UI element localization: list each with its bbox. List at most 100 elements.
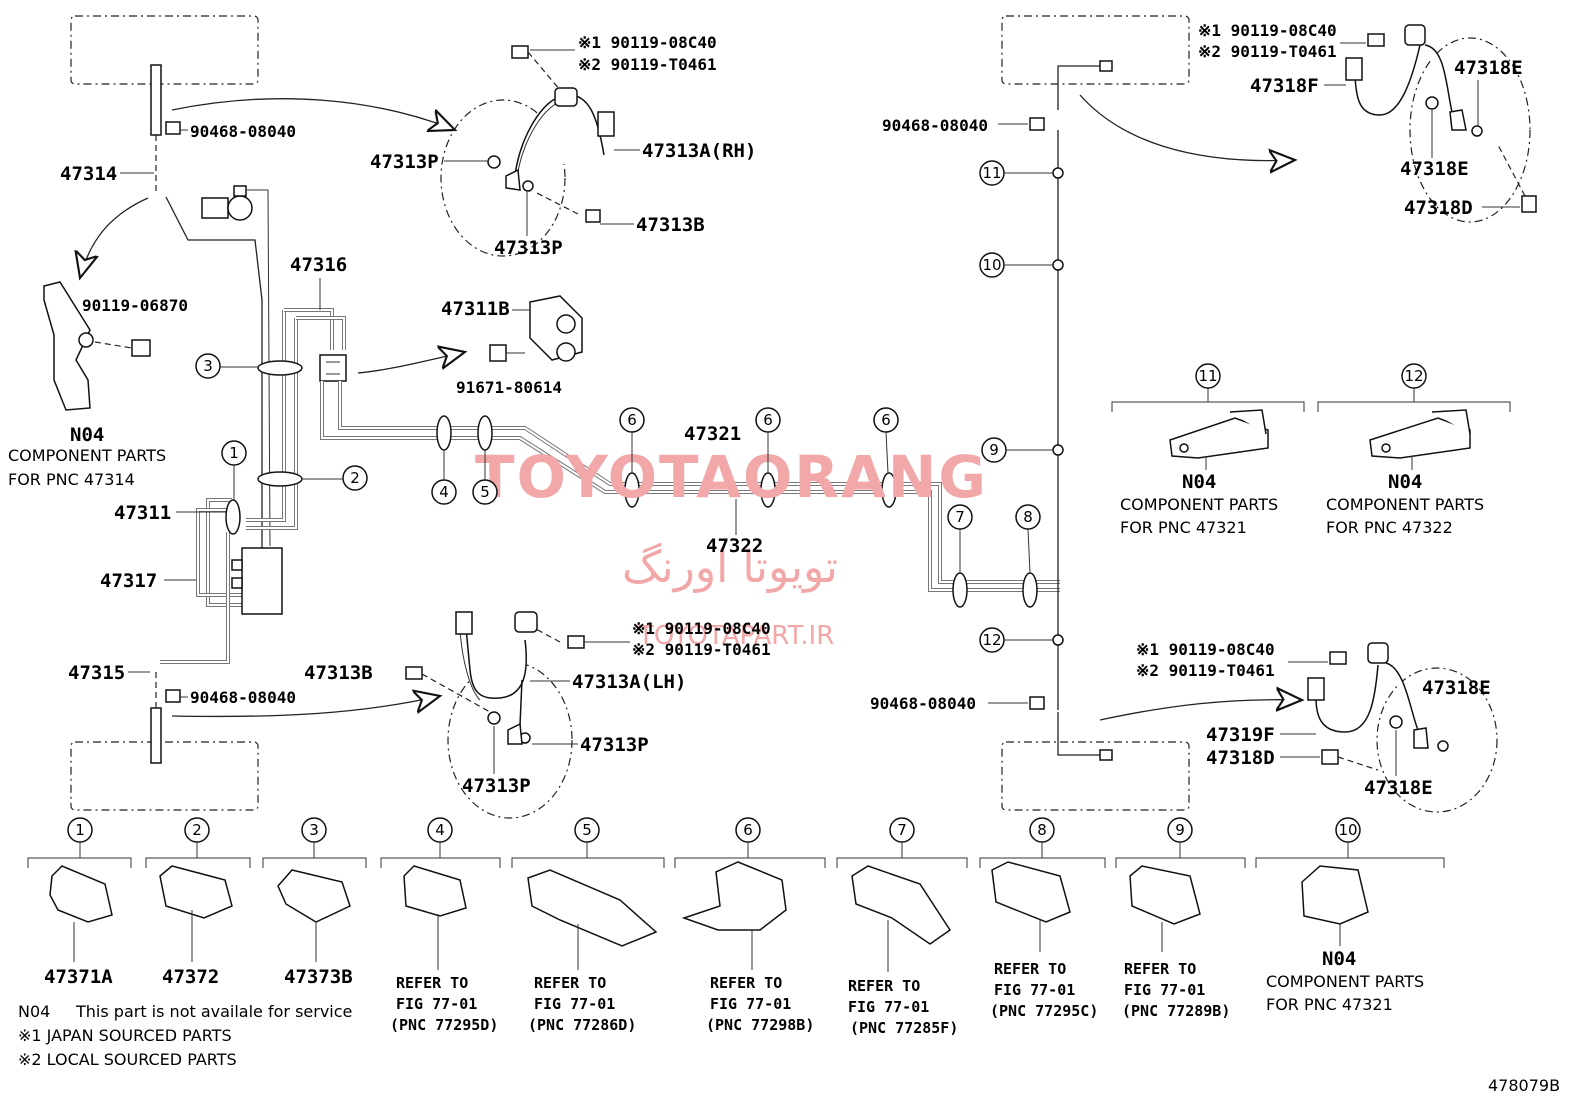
svg-text:COMPONENT PARTS: COMPONENT PARTS (1266, 972, 1424, 991)
svg-text:REFER TO: REFER TO (534, 974, 606, 992)
bottom-item-8: 8 REFER TO FIG 77-01 (PNC 77295C) (979, 817, 1106, 1020)
svg-text:7: 7 (897, 821, 907, 839)
label-47319f: 47319F (1206, 724, 1275, 746)
label-47318e-2: 47318E (1400, 158, 1469, 180)
svg-text:REFER TO: REFER TO (848, 977, 920, 995)
legend-japan: ※1 JAPAN SOURCED PARTS (18, 1026, 232, 1045)
rear-brake-line (1052, 60, 1113, 761)
callout-12: 12 (979, 627, 1053, 653)
callout-group: 1 2 3 4 5 6 6 6 7 8 9 10 11 12 11 12 (195, 160, 1427, 653)
bottom-row: 1 47371A 2 47372 3 47373B 4 REFER TO FIG… (27, 817, 1445, 1037)
label-n04-a: N04 (70, 424, 104, 446)
label-47318e-4: 47318E (1364, 777, 1433, 799)
label-90468-c: 90468-08040 (882, 116, 988, 135)
svg-text:10: 10 (982, 256, 1001, 274)
svg-text:FIG 77-01: FIG 77-01 (710, 995, 791, 1013)
bracket-12 (1369, 409, 1471, 459)
label-47313b-2: 47313B (304, 662, 373, 684)
svg-text:FIG 77-01: FIG 77-01 (848, 998, 929, 1016)
bracket-47314 (43, 281, 151, 411)
svg-text:(PNC 77289B): (PNC 77289B) (1122, 1002, 1230, 1020)
label-47318d-2: 47318D (1206, 747, 1275, 769)
label-47322: 47322 (706, 535, 763, 557)
svg-text:3: 3 (309, 821, 319, 839)
svg-text:(PNC 77285F): (PNC 77285F) (850, 1019, 958, 1037)
label-47316: 47316 (290, 254, 347, 276)
label-cp-a1: COMPONENT PARTS (8, 446, 166, 465)
svg-text:FIG 77-01: FIG 77-01 (1124, 981, 1205, 999)
callout-7: 7 (947, 504, 973, 573)
label-90468-b: 90468-08040 (190, 688, 296, 707)
bottom-label-47372: 47372 (162, 966, 219, 988)
svg-text:9: 9 (989, 441, 999, 459)
label-91671-80614: 91671-80614 (456, 378, 562, 397)
svg-text:4: 4 (439, 483, 449, 501)
callout-12-bracket: 12 (1401, 363, 1427, 389)
bottom-item-1: 1 47371A (27, 817, 132, 988)
label-cp-c1: COMPONENT PARTS (1326, 495, 1484, 514)
svg-text:(PNC 77295D): (PNC 77295D) (390, 1016, 498, 1034)
label-cp-a2: FOR PNC 47314 (8, 470, 135, 489)
label-47313p-1: 47313P (370, 151, 439, 173)
label-fr-note1: ※1 90119-08C40 (578, 33, 717, 52)
svg-text:REFER TO: REFER TO (994, 960, 1066, 978)
hose-front-right (440, 45, 615, 257)
label-90468-a: 90468-08040 (190, 122, 296, 141)
callout-2: 2 (302, 465, 368, 491)
bottom-item-5: 5 REFER TO FIG 77-01 (PNC 77286D) (511, 817, 665, 1034)
callout-10: 10 (979, 252, 1053, 278)
label-cp-b1: COMPONENT PARTS (1120, 495, 1278, 514)
svg-text:REFER TO: REFER TO (1124, 960, 1196, 978)
callout-11: 11 (979, 160, 1053, 186)
label-fr-note2: ※2 90119-T0461 (578, 55, 717, 74)
bracket-11 (1169, 409, 1269, 459)
legend: N04 This part is not availale for servic… (18, 1002, 352, 1069)
svg-text:REFER TO: REFER TO (710, 974, 782, 992)
svg-text:2: 2 (350, 469, 360, 487)
label-47313p-4: 47313P (462, 775, 531, 797)
bottom-item-2: 2 47372 (145, 817, 251, 988)
callout-5: 5 (472, 450, 498, 505)
bottom-item-6: 6 REFER TO FIG 77-01 (PNC 77298B) (674, 817, 826, 1034)
label-47313a-rh: 47313A(RH) (642, 140, 756, 162)
label-47311: 47311 (114, 502, 171, 524)
label-fl-note2: ※2 90119-T0461 (632, 640, 771, 659)
union-clips (165, 117, 1045, 710)
svg-text:12: 12 (982, 631, 1001, 649)
legend-local: ※2 LOCAL SOURCED PARTS (18, 1050, 237, 1069)
bottom-item-3: 3 47373B (262, 817, 367, 988)
svg-text:8: 8 (1037, 821, 1047, 839)
callout-6a: 6 (619, 407, 645, 473)
callout-6b: 6 (755, 407, 781, 473)
svg-text:11: 11 (1198, 367, 1217, 385)
svg-text:(PNC 77298B): (PNC 77298B) (706, 1016, 814, 1034)
svg-text:6: 6 (743, 821, 753, 839)
clip-drawings (49, 861, 1369, 947)
svg-text:11: 11 (982, 164, 1001, 182)
label-rl-note1: ※1 90119-08C40 (1136, 640, 1275, 659)
three-way-joint (319, 354, 1060, 608)
svg-text:N04: N04 (1322, 948, 1356, 970)
label-rr-note1: ※1 90119-08C40 (1198, 21, 1337, 40)
bottom-item-10: 10 N04 COMPONENT PARTS FOR PNC 47321 (1255, 817, 1445, 1014)
svg-text:FIG 77-01: FIG 77-01 (396, 995, 477, 1013)
callout-1: 1 (221, 440, 247, 500)
label-47318f: 47318F (1250, 75, 1319, 97)
svg-text:1: 1 (229, 444, 239, 462)
callout-3: 3 (195, 353, 258, 379)
label-47321: 47321 (684, 423, 741, 445)
svg-text:5: 5 (582, 821, 592, 839)
watermark-farsi: تویوتا اورنگ (622, 542, 838, 593)
svg-text:FIG 77-01: FIG 77-01 (534, 995, 615, 1013)
svg-text:(PNC 77295C): (PNC 77295C) (990, 1002, 1098, 1020)
hose-rear-left (1307, 642, 1498, 813)
bottom-label-47373b: 47373B (284, 966, 353, 988)
svg-text:1: 1 (75, 821, 85, 839)
callout-9: 9 (981, 437, 1053, 463)
label-47311b: 47311B (441, 298, 510, 320)
svg-text:10: 10 (1338, 821, 1357, 839)
label-cp-b2: FOR PNC 47321 (1120, 518, 1247, 537)
label-47314: 47314 (60, 163, 117, 185)
